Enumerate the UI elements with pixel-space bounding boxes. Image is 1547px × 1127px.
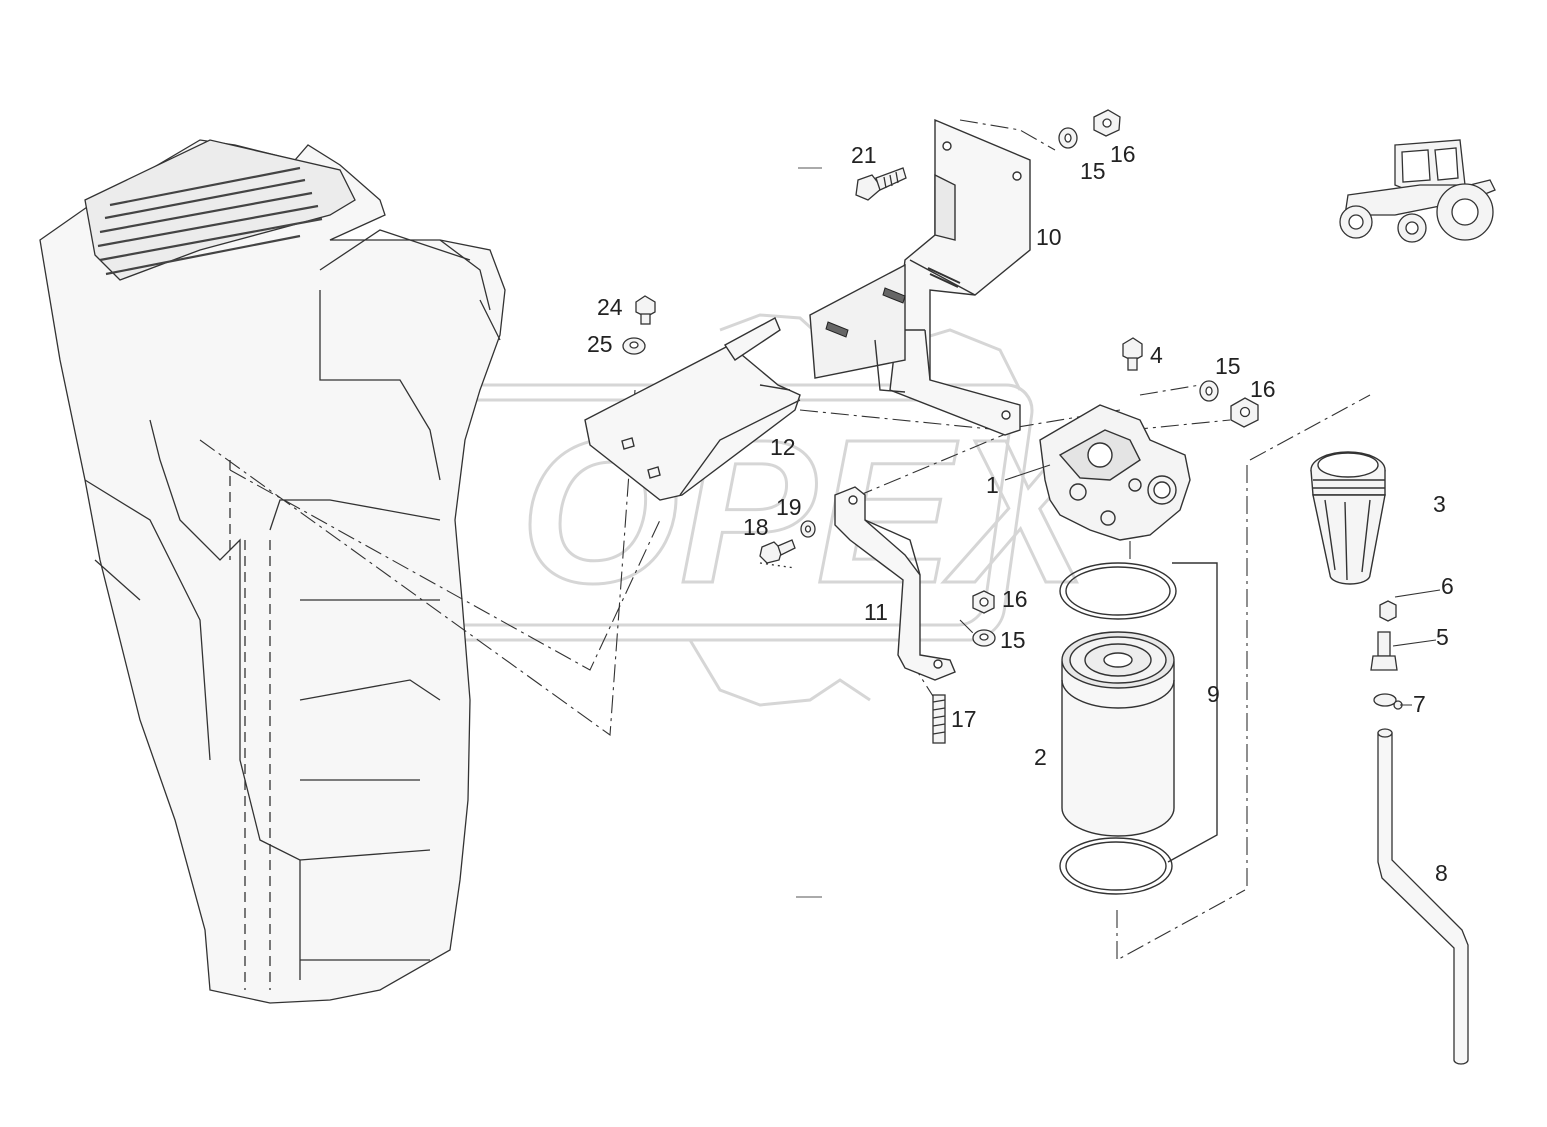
- callout-3: 3: [1433, 491, 1446, 517]
- part-6: [1379, 600, 1397, 622]
- fasteners-lower: [932, 590, 996, 744]
- callout-25: 25: [587, 331, 613, 357]
- hose-8: [1377, 732, 1469, 1065]
- filter-head-1: [1039, 404, 1191, 541]
- callout-15: 15: [1000, 627, 1026, 653]
- bolt-21: [855, 167, 907, 201]
- stud-17: [932, 694, 946, 744]
- o-ring-bottom: [1059, 837, 1173, 895]
- bolt-18: [759, 520, 816, 569]
- dash-marks: [796, 167, 822, 898]
- bowl-3: [1310, 451, 1386, 585]
- fuel-tank: [39, 139, 506, 1004]
- callout-7: 7: [1413, 691, 1426, 717]
- callout-9: 9: [1207, 681, 1220, 707]
- tractor-icon: [1339, 139, 1496, 243]
- slot: [647, 466, 661, 479]
- bolt-4: [1122, 337, 1143, 362]
- bolt-hole: [1012, 171, 1022, 181]
- bracket-10: [889, 118, 1031, 436]
- callout-18: 18: [743, 514, 769, 540]
- callout-16: 16: [1250, 376, 1276, 402]
- callout-11: 11: [864, 599, 888, 625]
- callout-labels: 21 16 15 10 24 25 4 15 16 12 1 3 19 18 6…: [587, 141, 1454, 886]
- filter-cartridge-2: [1061, 631, 1175, 837]
- callout-10: 10: [1036, 224, 1062, 250]
- bracket-11: [834, 486, 956, 681]
- part-5: [1377, 631, 1391, 657]
- washer-nut-top: [1058, 109, 1121, 149]
- callout-19: 19: [776, 494, 802, 520]
- o-ring-top: [1059, 562, 1177, 620]
- shield-12: [584, 317, 801, 501]
- bolt-24: [622, 295, 656, 355]
- callout-16: 16: [1002, 586, 1028, 612]
- callout-4: 4: [1150, 342, 1163, 368]
- callout-2: 2: [1034, 744, 1047, 770]
- callout-1: 1: [986, 472, 999, 498]
- part-7: [1373, 693, 1397, 707]
- callout-15: 15: [1215, 353, 1241, 379]
- tank-grille: [97, 166, 323, 276]
- drain-assembly: [1370, 600, 1469, 1065]
- callout-8: 8: [1435, 860, 1448, 886]
- callout-17: 17: [951, 706, 977, 732]
- bolt-hole: [942, 141, 952, 151]
- fasteners-right: [1122, 337, 1259, 428]
- callout-12: 12: [770, 434, 796, 460]
- side-plate: [809, 263, 906, 393]
- callout-15: 15: [1080, 158, 1106, 184]
- callout-21: 21: [851, 142, 877, 168]
- callout-6: 6: [1441, 573, 1454, 599]
- bolt-hole: [1001, 410, 1011, 420]
- o-rings-9: [1059, 562, 1218, 895]
- callout-16: 16: [1110, 141, 1136, 167]
- callout-24: 24: [597, 294, 623, 320]
- slot: [621, 437, 635, 450]
- callout-5: 5: [1436, 624, 1449, 650]
- label-leaders: [1004, 464, 1441, 706]
